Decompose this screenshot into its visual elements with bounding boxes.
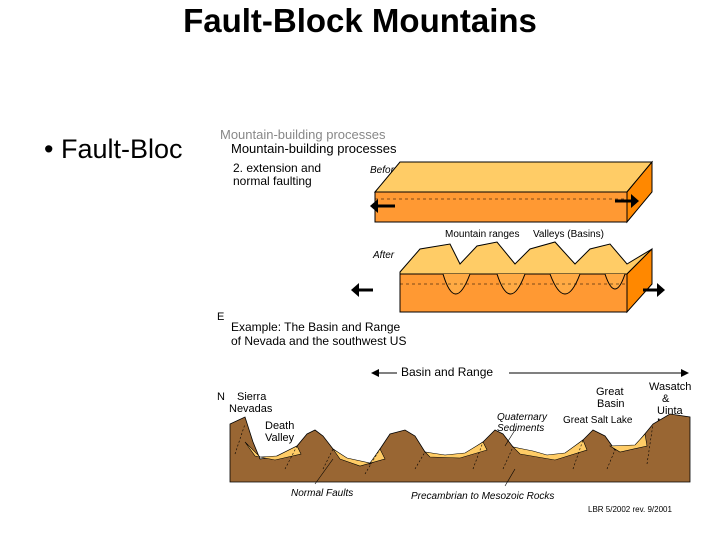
sediment-great-salt-lake xyxy=(608,433,648,453)
great-basin-line2: Basin xyxy=(597,398,625,410)
after-label: After xyxy=(372,250,395,261)
normal-faults-leader xyxy=(314,458,334,485)
step-label-line2: normal faulting xyxy=(233,174,312,188)
sierra-line1: Sierra xyxy=(237,391,267,403)
normal-fault-lines xyxy=(234,423,654,475)
precambrian-leader xyxy=(504,468,516,487)
wasatch-line1: Wasatch xyxy=(649,381,691,393)
example-line1: Example: The Basin and Range xyxy=(231,320,401,334)
great-basin-line1: Great xyxy=(596,386,624,398)
credit-label: LBR 5/2002 rev. 9/2001 xyxy=(588,505,672,514)
sediment-basin-3 xyxy=(424,441,488,459)
death-valley-line1: Death xyxy=(265,420,294,432)
mountain-building-figure: Mountain-building processes Mountain-bui… xyxy=(215,124,695,524)
after-block-fault-basins xyxy=(442,273,626,295)
great-salt-lake-label: Great Salt Lake xyxy=(563,415,633,426)
after-block xyxy=(399,241,653,314)
step-label-line1: 2. extension and xyxy=(233,161,321,175)
sierra-ghost-marker: N xyxy=(217,391,225,403)
quaternary-line1: Quaternary xyxy=(497,412,548,423)
bullet-text: • Fault-Bloc xyxy=(44,134,183,164)
precambrian-label: Precambrian to Mesozoic Rocks xyxy=(411,491,554,502)
wasatch-line3: Uinta xyxy=(657,405,684,417)
before-right-arrow xyxy=(615,194,639,208)
before-label: Before xyxy=(370,165,400,176)
before-left-arrow xyxy=(370,199,395,213)
after-left-arrow xyxy=(351,283,373,297)
basin-range-cross-section xyxy=(229,413,691,487)
quaternary-leader xyxy=(504,429,516,447)
valleys-label: Valleys (Basins) xyxy=(533,229,604,240)
after-right-arrow xyxy=(643,283,665,297)
figure-heading: Mountain-building processes xyxy=(231,141,397,156)
figure-heading-ghost: Mountain-building processes xyxy=(220,127,386,142)
slide-title: Fault-Block Mountains xyxy=(183,2,537,39)
basin-and-range-span xyxy=(371,362,689,378)
before-block-side xyxy=(626,160,653,224)
after-block-side xyxy=(626,247,653,314)
sediment-basin-2 xyxy=(332,448,386,467)
example-ghost-marker: E xyxy=(217,311,224,323)
basin-and-range-label: Basin and Range xyxy=(401,365,493,379)
sediment-death-valley xyxy=(244,441,302,461)
before-block-top xyxy=(373,161,654,193)
normal-faults-label: Normal Faults xyxy=(291,488,353,499)
before-block xyxy=(373,160,654,224)
before-block-front xyxy=(374,191,628,223)
mountain-ranges-label: Mountain ranges xyxy=(445,229,520,240)
sierra-line2: Nevadas xyxy=(229,403,273,415)
sediment-basin-4 xyxy=(512,439,588,461)
quaternary-line2: Sediments xyxy=(497,423,544,434)
figure-canvas: Mountain-building processes Mountain-bui… xyxy=(215,124,695,524)
death-valley-line2: Valley xyxy=(265,432,295,444)
wasatch-line2: & xyxy=(662,393,670,405)
example-line2: of Nevada and the southwest US xyxy=(231,334,406,348)
